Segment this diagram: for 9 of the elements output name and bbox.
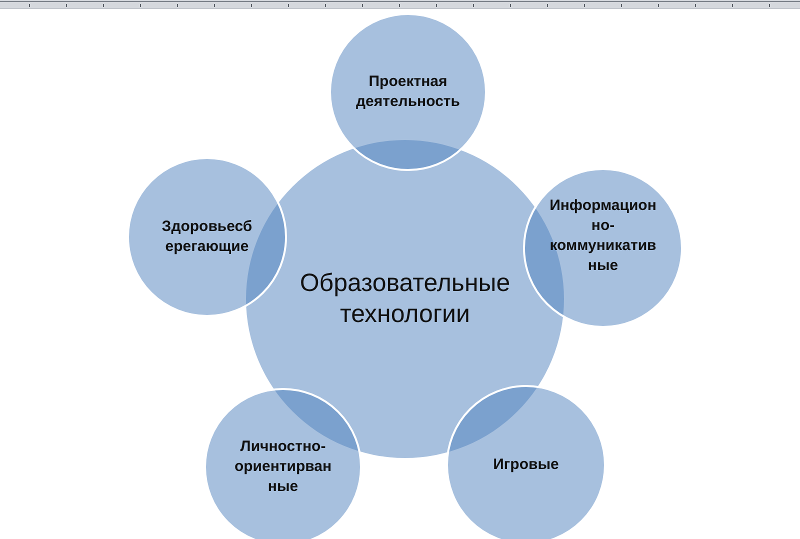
circle-label: Здоровьесберегающие (160, 217, 254, 257)
circle-label: Образовательные технологии (298, 268, 512, 330)
topic-circle (127, 157, 287, 317)
circle-label: Личностно-ориентирванные (233, 437, 333, 497)
circle-label: Игровые (493, 455, 559, 475)
circle-label: Проектная деятельность (355, 72, 461, 112)
topic-circle (329, 13, 487, 171)
topic-circle (523, 168, 683, 328)
circle-label: Информационно-коммуникативные (549, 196, 657, 276)
